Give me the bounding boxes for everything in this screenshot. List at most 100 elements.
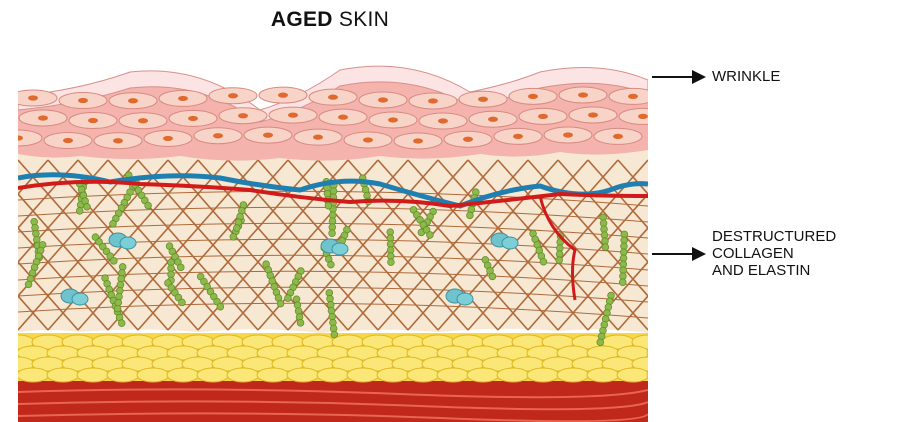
fat-cell: [467, 368, 499, 382]
epidermal-cell: [444, 131, 492, 147]
elastin-bead: [179, 299, 186, 306]
fat-cell: [167, 368, 199, 382]
blue-cell: [502, 237, 518, 249]
epidermal-cell: [144, 130, 192, 146]
collagen-label: DESTRUCTURED COLLAGEN AND ELASTIN: [712, 228, 836, 279]
epidermal-cell: [469, 111, 517, 127]
cell-nucleus: [238, 113, 248, 118]
elastin-bead: [597, 339, 604, 346]
fat-cells: [2, 335, 679, 382]
epidermal-cell: [244, 127, 292, 143]
wrinkle-label: WRINKLE: [712, 68, 780, 85]
cell-nucleus: [363, 137, 373, 142]
cell-nucleus: [388, 117, 398, 122]
epidermal-cell: [194, 128, 242, 144]
cell-nucleus: [613, 134, 623, 139]
epidermal-cell: [609, 88, 657, 104]
epidermal-cell: [159, 90, 207, 106]
cell-nucleus: [13, 135, 23, 140]
fat-cell: [17, 368, 49, 382]
collagen-arrow-icon: [652, 247, 706, 261]
epidermal-cell: [19, 110, 67, 126]
cell-nucleus: [413, 138, 423, 143]
elastin-bead: [25, 281, 32, 288]
fat-cell: [317, 368, 349, 382]
fat-cell: [557, 368, 589, 382]
epidermal-cell: [94, 133, 142, 149]
epidermal-cell: [459, 91, 507, 107]
elastin-bead: [540, 258, 547, 265]
elastin-bead: [331, 331, 338, 338]
epidermal-cell: [294, 129, 342, 145]
cell-nucleus: [138, 118, 148, 123]
epidermal-cell: [344, 132, 392, 148]
elastin-bead: [285, 295, 292, 302]
elastin-bead: [277, 300, 284, 307]
epidermal-cell: [509, 88, 557, 104]
fat-cell: [497, 368, 529, 382]
epidermal-cell: [369, 112, 417, 128]
collagen-label-line-1: DESTRUCTURED: [712, 228, 836, 245]
cell-nucleus: [428, 98, 438, 103]
cell-nucleus: [88, 118, 98, 123]
epidermal-cell: [494, 128, 542, 144]
epidermal-cell: [44, 133, 92, 149]
collagen-label-line-3: AND ELASTIN: [712, 262, 836, 279]
epidermal-cell: [109, 93, 157, 109]
epidermal-cell: [169, 110, 217, 126]
epidermal-cell: [544, 127, 592, 143]
elastin-bead: [327, 261, 334, 268]
epidermal-cell: [209, 88, 257, 104]
elastin-bead: [110, 220, 117, 227]
blue-cell: [120, 237, 136, 249]
epidermal-cell: [419, 113, 467, 129]
epidermal-cell: [69, 113, 117, 129]
cell-nucleus: [113, 138, 123, 143]
collagen-label-line-2: COLLAGEN: [712, 245, 836, 262]
epidermal-cell: [409, 93, 457, 109]
fat-cell: [647, 346, 679, 360]
elastin-bead: [427, 232, 434, 239]
cell-nucleus: [538, 114, 548, 119]
fat-cell: [527, 368, 559, 382]
elastin-bead: [466, 212, 473, 219]
wrinkle-callout: WRINKLE: [652, 68, 780, 85]
elastin-bead: [84, 203, 91, 210]
epidermal-cell: [269, 107, 317, 123]
cell-nucleus: [378, 97, 388, 102]
epidermal-cell: [619, 108, 667, 124]
cell-nucleus: [128, 98, 138, 103]
elastin-bead: [489, 273, 496, 280]
fat-cell: [227, 368, 259, 382]
blue-cell: [457, 293, 473, 305]
fat-cell: [587, 368, 619, 382]
collagen-fiber: [0, 160, 18, 330]
collagen-callout: DESTRUCTURED COLLAGEN AND ELASTIN: [652, 228, 836, 279]
fat-cell: [647, 368, 679, 382]
fat-cell: [347, 368, 379, 382]
elastin-bead: [118, 320, 125, 327]
cell-nucleus: [513, 134, 523, 139]
cell-nucleus: [463, 137, 473, 142]
epidermal-cell: [0, 130, 42, 146]
elastin-bead: [619, 279, 626, 286]
elastin-bead: [76, 207, 83, 214]
fat-cell: [437, 368, 469, 382]
fat-cell: [197, 368, 229, 382]
epidermal-cell: [309, 89, 357, 105]
cell-nucleus: [328, 95, 338, 100]
elastin-bead: [114, 305, 121, 312]
elastin-bead: [230, 233, 237, 240]
epidermal-cell: [359, 92, 407, 108]
fat-cell: [107, 368, 139, 382]
blue-cell: [72, 293, 88, 305]
elastin-bead: [556, 257, 563, 264]
cell-nucleus: [263, 133, 273, 138]
fat-cell: [287, 368, 319, 382]
epidermal-cell: [9, 90, 57, 106]
cell-nucleus: [78, 98, 88, 103]
epidermal-cell: [319, 109, 367, 125]
epidermal-cell: [59, 93, 107, 109]
epidermal-cell: [119, 113, 167, 129]
epidermal-cell: [394, 133, 442, 149]
